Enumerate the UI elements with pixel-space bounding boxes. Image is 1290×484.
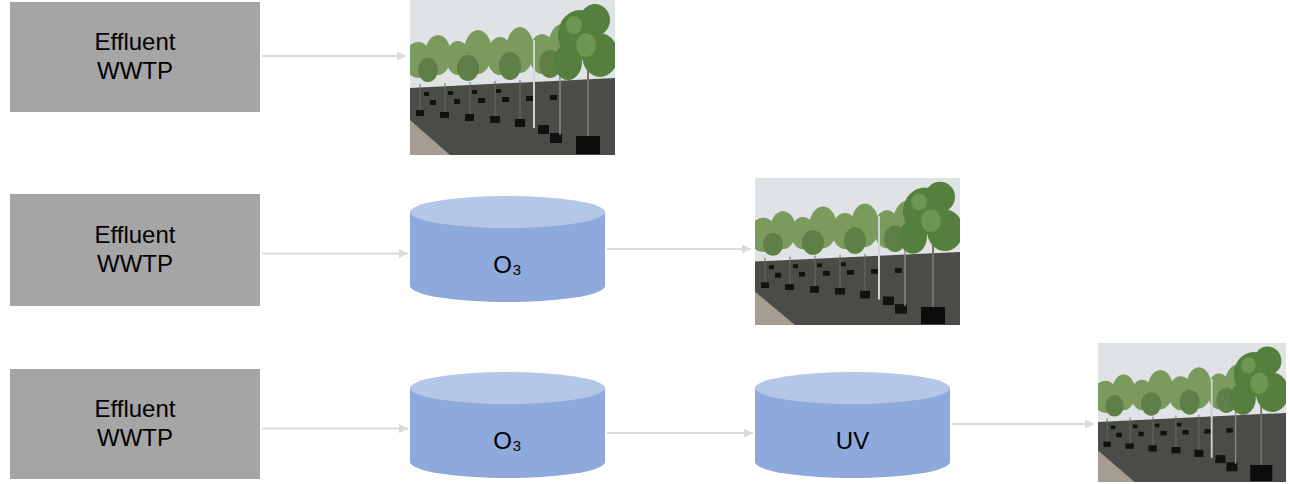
orchard-photo — [755, 178, 960, 325]
node-text: Effluent WWTP — [75, 395, 195, 453]
node-text: Effluent WWTP — [75, 221, 195, 279]
node-text: O₃ — [493, 251, 521, 280]
source-box: Effluent WWTP — [10, 2, 260, 112]
photo-arrows — [262, 56, 1094, 424]
node-text: UV — [836, 427, 869, 456]
orchard-photo — [1098, 343, 1286, 482]
orchard-photo — [410, 0, 615, 155]
node-text: O₃ — [493, 427, 521, 456]
flow-arrow — [952, 423, 1094, 425]
flow-arrow — [262, 55, 406, 57]
tank-shape — [410, 372, 605, 478]
flow-arrow — [607, 248, 751, 250]
flow-arrow — [262, 428, 408, 430]
tank-top — [755, 372, 950, 404]
tank-top — [410, 196, 605, 228]
source-box: Effluent WWTP — [10, 194, 260, 306]
flow-arrow — [262, 253, 408, 255]
flow-arrow — [607, 432, 753, 434]
tank-shape — [755, 372, 950, 478]
treatment-tank: O₃ — [410, 196, 605, 302]
tank-top — [410, 372, 605, 404]
treatment-tank: UV — [755, 372, 950, 478]
source-box: Effluent WWTP — [10, 369, 260, 479]
treatment-tank: O₃ — [410, 372, 605, 478]
tank-shape — [410, 196, 605, 302]
node-text: Effluent WWTP — [75, 28, 195, 86]
